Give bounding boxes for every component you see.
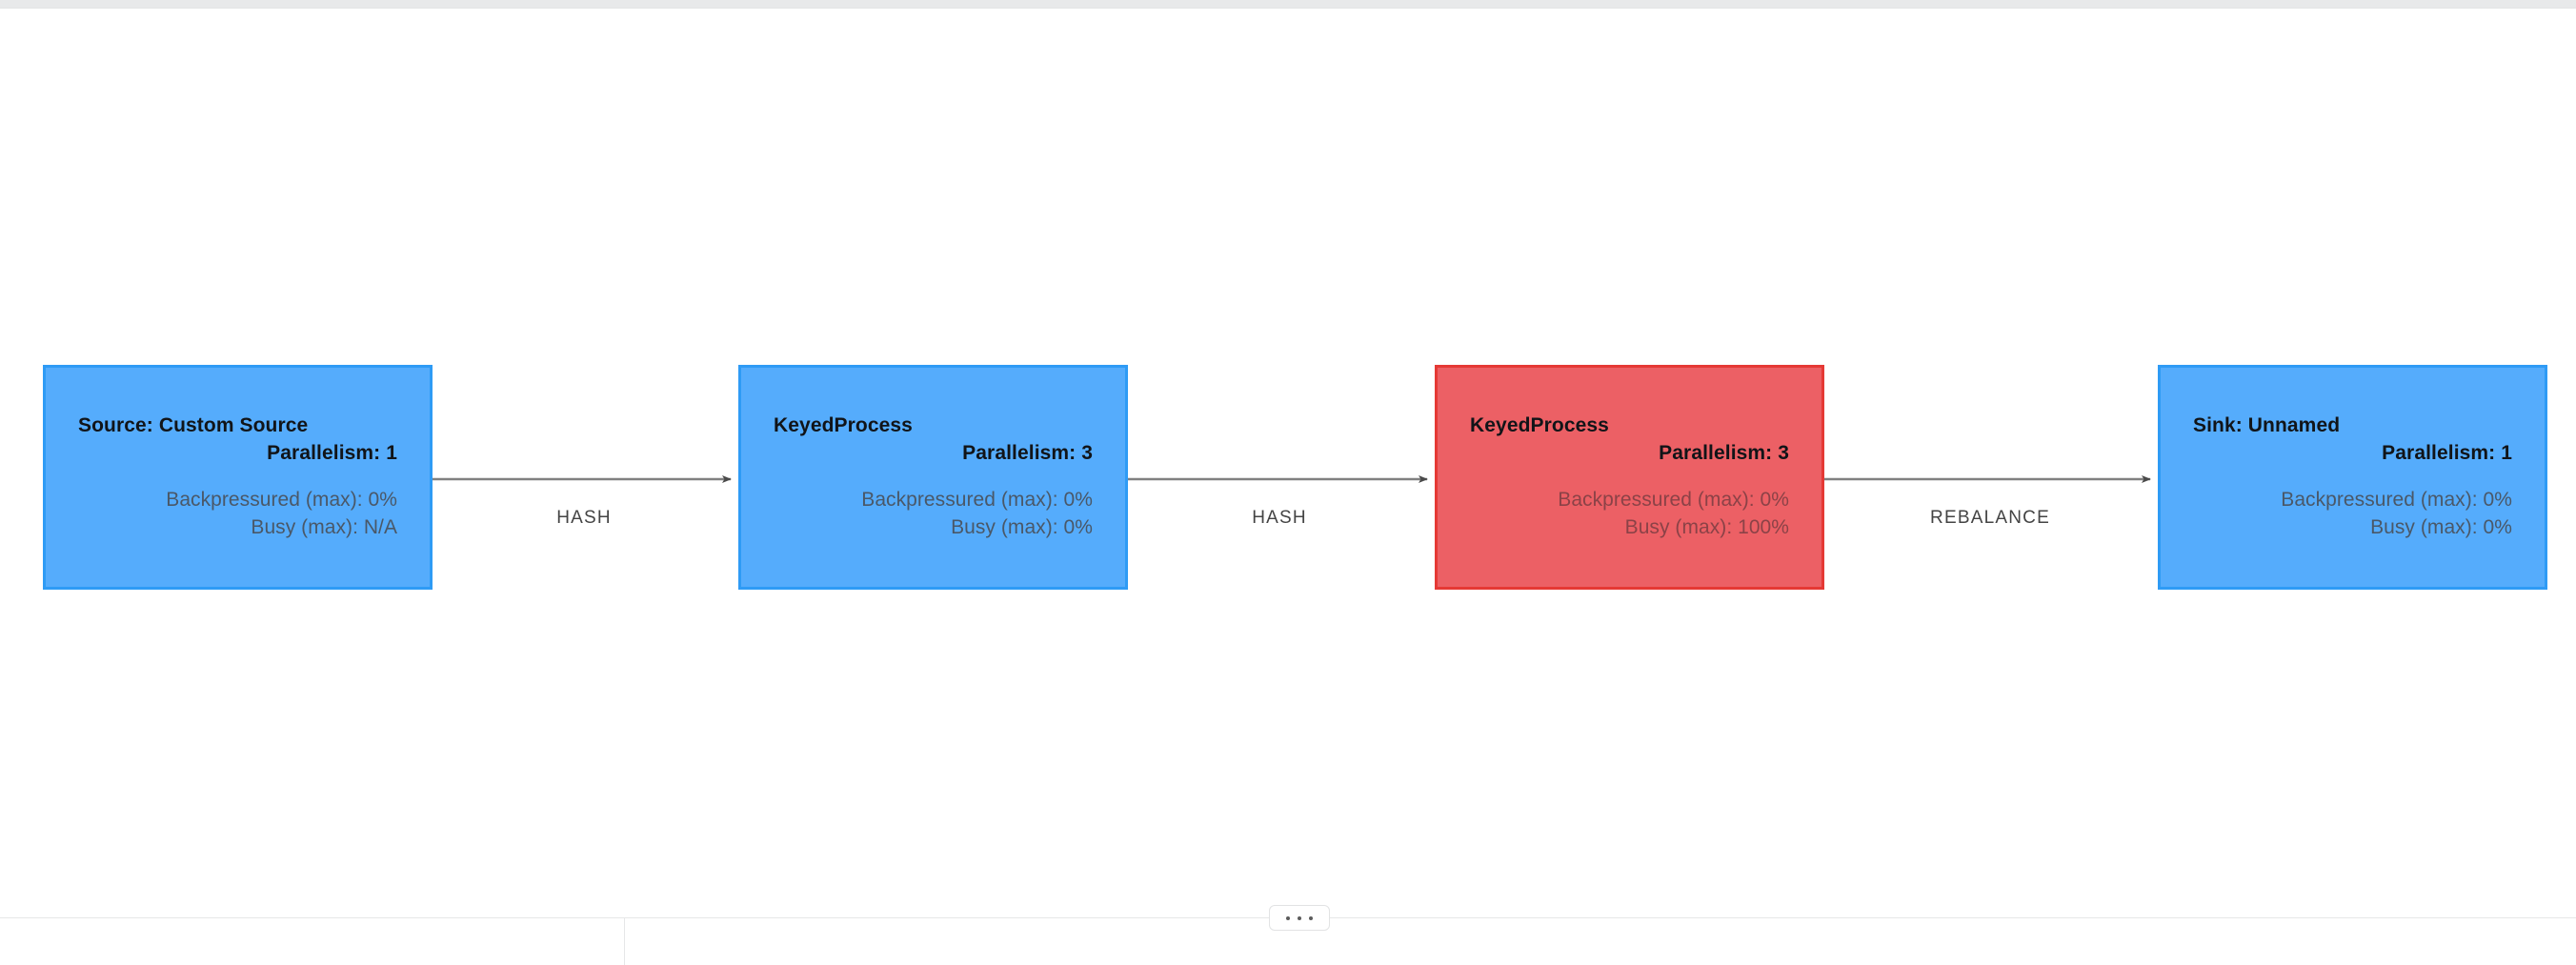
node-parallelism: Parallelism: 1 bbox=[2382, 441, 2512, 464]
edge-label-rebalance: REBALANCE bbox=[1930, 508, 2050, 528]
node-parallelism: Parallelism: 1 bbox=[267, 441, 397, 464]
node-metrics: Backpressured (max): 0% Busy (max): 100% bbox=[1470, 487, 1789, 542]
node-backpressured-metric: Backpressured (max): 0% bbox=[861, 489, 1093, 512]
graph-node-source[interactable]: Source: Custom Source Parallelism: 1 Bac… bbox=[43, 365, 433, 590]
bottom-detail-panel bbox=[0, 905, 2576, 965]
node-metrics: Backpressured (max): 0% Busy (max): N/A bbox=[78, 487, 397, 542]
node-title: KeyedProcess bbox=[1470, 413, 1609, 436]
node-parallelism: Parallelism: 3 bbox=[1659, 441, 1789, 464]
node-title: Source: Custom Source bbox=[78, 413, 309, 436]
graph-node-keyedprocess-2[interactable]: KeyedProcess Parallelism: 3 Backpressure… bbox=[1435, 365, 1824, 590]
node-backpressured-metric: Backpressured (max): 0% bbox=[2281, 489, 2512, 512]
node-busy-metric: Busy (max): N/A bbox=[251, 516, 397, 539]
node-title: KeyedProcess bbox=[774, 413, 913, 436]
node-backpressured-metric: Backpressured (max): 0% bbox=[166, 489, 397, 512]
node-metrics: Backpressured (max): 0% Busy (max): 0% bbox=[774, 487, 1093, 542]
three-dots-horizontal-icon bbox=[1298, 915, 1301, 920]
edge-label-hash-2: HASH bbox=[1252, 508, 1307, 528]
node-busy-metric: Busy (max): 100% bbox=[1624, 516, 1789, 539]
node-busy-metric: Busy (max): 0% bbox=[951, 516, 1093, 539]
panel-column-divider bbox=[624, 918, 625, 965]
graph-node-keyedprocess-1[interactable]: KeyedProcess Parallelism: 3 Backpressure… bbox=[738, 365, 1128, 590]
panel-resize-handle[interactable] bbox=[1269, 905, 1330, 931]
node-busy-metric: Busy (max): 0% bbox=[2370, 516, 2512, 539]
three-dots-horizontal-icon bbox=[1286, 915, 1290, 920]
node-backpressured-metric: Backpressured (max): 0% bbox=[1558, 489, 1789, 512]
window-top-strip bbox=[0, 0, 2576, 9]
node-parallelism: Parallelism: 3 bbox=[962, 441, 1093, 464]
job-graph-canvas[interactable]: Source: Custom Source Parallelism: 1 Bac… bbox=[0, 9, 2576, 917]
edge-label-hash-1: HASH bbox=[556, 508, 612, 528]
graph-node-sink[interactable]: Sink: Unnamed Parallelism: 1 Backpressur… bbox=[2158, 365, 2547, 590]
three-dots-horizontal-icon bbox=[1309, 915, 1313, 920]
node-title: Sink: Unnamed bbox=[2193, 413, 2341, 436]
node-metrics: Backpressured (max): 0% Busy (max): 0% bbox=[2193, 487, 2512, 542]
